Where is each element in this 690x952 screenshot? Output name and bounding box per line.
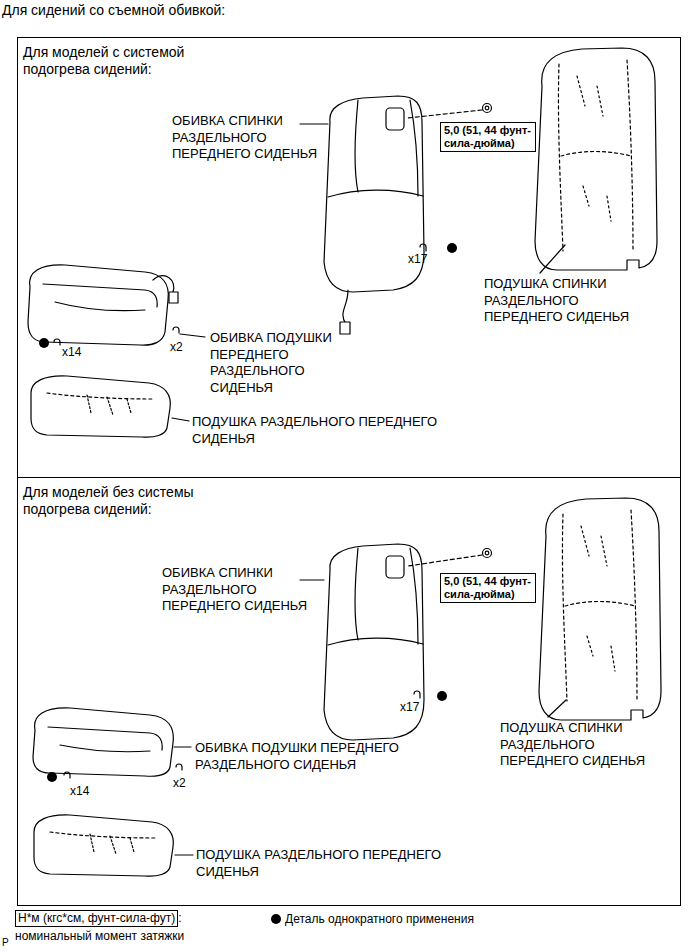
part-name: ПОДУШКА РАЗДЕЛЬНОГО ПЕРЕДНЕГО СИДЕНЬЯ xyxy=(192,414,467,447)
figure-code: P xyxy=(2,937,9,949)
part-name: ПОДУШКА СПИНКИ РАЗДЕЛЬНОГО ПЕРЕДНЕГО СИД… xyxy=(484,276,654,326)
legend-unit-box: Н*м (кгс*см, фунт-сила-фут) xyxy=(15,910,178,927)
leader-line xyxy=(548,700,566,717)
leader-line xyxy=(174,746,191,747)
unit-text: Н*м (кгс*см, фунт-сила-фут) xyxy=(18,911,175,925)
leader-line xyxy=(540,245,565,273)
panel-heading: Для моделей без системы подогрева сидени… xyxy=(23,484,238,518)
legend-text: Деталь однократного применения xyxy=(285,912,474,927)
torque-value: 5,0 (51, 44 фунт-сила-дюйма) xyxy=(444,575,531,600)
page-title: Для сидений со съемной обивкой: xyxy=(2,2,225,19)
cushion-cover xyxy=(33,708,173,776)
quantity: x17 xyxy=(400,700,419,714)
leader-line xyxy=(180,334,205,337)
legend-dot xyxy=(271,914,281,924)
part-name: ОБИВКА ПОДУШКИ ПЕРЕДНЕГО РАЗДЕЛЬНОГО СИД… xyxy=(195,740,430,773)
torque-spec-box: 5,0 (51, 44 фунт-сила-дюйма) xyxy=(440,573,536,603)
part-name: ОБИВКА СПИНКИ РАЗДЕЛЬНОГО ПЕРЕДНЕГО СИДЕ… xyxy=(162,565,332,615)
seatback-pad xyxy=(539,498,661,720)
one-time-use-dot xyxy=(39,338,49,348)
clip xyxy=(414,691,420,698)
nut xyxy=(483,549,492,558)
leader-line xyxy=(175,854,193,855)
clip xyxy=(173,327,179,333)
cushion-cover xyxy=(28,265,178,345)
quantity: x17 xyxy=(408,252,427,266)
quantity: x2 xyxy=(170,340,183,354)
seatback-pad xyxy=(535,48,657,270)
leader-line xyxy=(300,579,324,580)
nut xyxy=(483,104,492,113)
seatback-cover xyxy=(324,96,424,334)
clip xyxy=(64,772,70,778)
clip xyxy=(176,764,182,770)
quantity: x14 xyxy=(70,784,89,798)
variant-panel: Для моделей без системы подогрева сидени… xyxy=(17,477,681,906)
clip xyxy=(420,244,426,251)
quantity: x14 xyxy=(62,345,81,359)
torque-spec-box: 5,0 (51, 44 фунт-сила-дюйма) xyxy=(440,122,536,152)
panel-heading: Для моделей с системой подогрева сидений… xyxy=(23,44,238,78)
part-name: ОБИВКА СПИНКИ РАЗДЕЛЬНОГО ПЕРЕДНЕГО СИДЕ… xyxy=(172,113,342,163)
leader-line xyxy=(300,123,328,124)
legend-group: Н*м (кгс*см, фунт-сила-фут): номинальный… xyxy=(15,909,215,945)
part-name: ОБИВКА ПОДУШКИ ПЕРЕДНЕГО РАЗДЕЛЬНОГО СИД… xyxy=(210,330,355,396)
leader-line xyxy=(172,418,189,421)
seatback-cover xyxy=(324,544,424,740)
one-time-use-dot xyxy=(447,243,457,253)
cushion-pad xyxy=(34,815,173,876)
torque-value: 5,0 (51, 44 фунт-сила-дюйма) xyxy=(444,124,531,149)
one-time-use-dot xyxy=(47,772,57,782)
one-time-use-dot xyxy=(437,691,447,701)
cushion-pad xyxy=(31,376,170,437)
quantity: x2 xyxy=(173,776,186,790)
part-name: ПОДУШКА РАЗДЕЛЬНОГО ПЕРЕДНЕГО СИДЕНЬЯ xyxy=(196,847,471,880)
clip xyxy=(54,339,60,345)
part-name: ПОДУШКА СПИНКИ РАЗДЕЛЬНОГО ПЕРЕДНЕГО СИД… xyxy=(500,720,670,770)
variant-panel: Для моделей с системой подогрева сидений… xyxy=(17,37,681,478)
